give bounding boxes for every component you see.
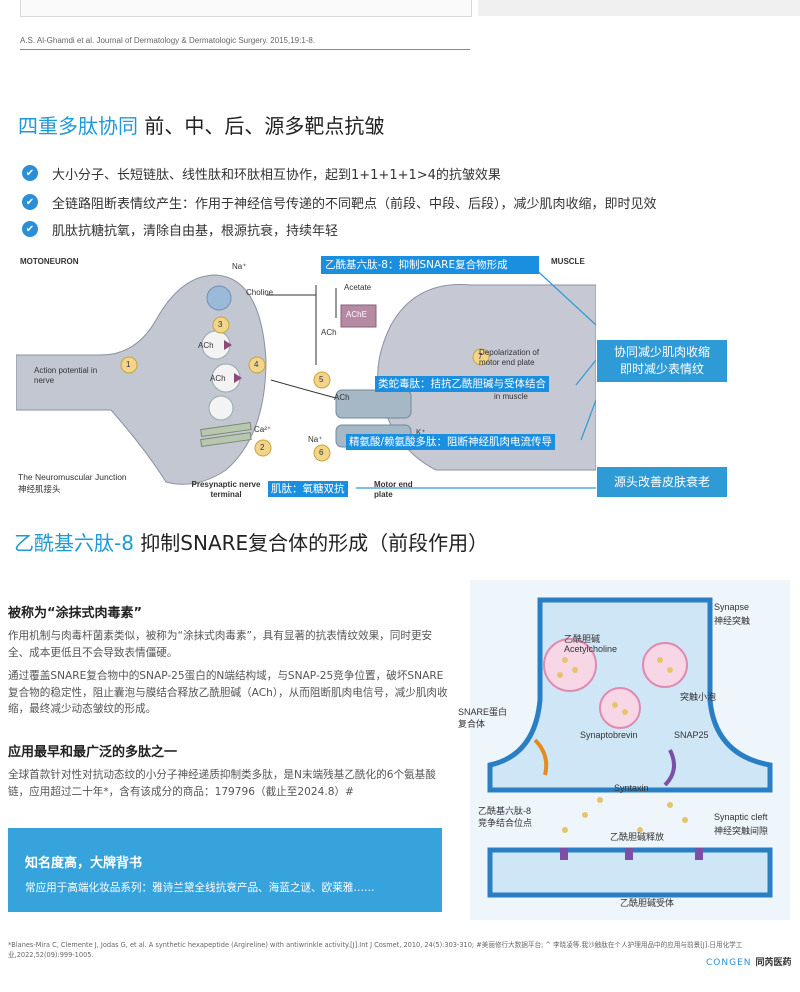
vesicle-label: 突触小泡 bbox=[680, 692, 717, 702]
synapse-diagram: Synapse 神经突触 乙酰胆碱 Acetylcholine 突触小泡 SNA… bbox=[458, 580, 790, 920]
ach-cn-label: 乙酰胆碱 bbox=[564, 634, 601, 644]
syntaxin-label: Syntaxin bbox=[614, 783, 649, 793]
bullet-item: ✔ 肌肽抗糖抗氧，清除自由基，根源抗衰，持续年轻 bbox=[22, 219, 782, 239]
site-label: 竞争结合位点 bbox=[478, 818, 533, 828]
action-potential-label: Action potential in nerve bbox=[34, 366, 98, 385]
step-number: 2 bbox=[260, 443, 265, 452]
ach-label: ACh bbox=[210, 374, 226, 383]
synapse-cn-label: 神经突触 bbox=[714, 616, 751, 626]
result-text: 源头改善皮肤衰老 bbox=[613, 474, 710, 489]
na-label: Na⁺ bbox=[232, 262, 247, 271]
section1-title-rest: 前、中、后、源多靶点抗皱 bbox=[138, 114, 385, 138]
snare-label: SNARE蛋白 bbox=[458, 707, 508, 717]
na2-label: Na⁺ bbox=[308, 435, 323, 444]
snare2-label: 复合体 bbox=[458, 719, 486, 729]
footnote: *Blanes-Mira C, Clemente J, Jodas G, et … bbox=[8, 941, 743, 959]
divider bbox=[20, 49, 470, 50]
peptide-label: 乙酰基六肽-8 bbox=[478, 806, 532, 816]
result-box-muscle: 协同减少肌肉收缩 即时减少表情纹 bbox=[597, 340, 727, 382]
bullet-text: 肌肽抗糖抗氧，清除自由基，根源抗衰，持续年轻 bbox=[52, 223, 339, 239]
depolarization-label: Depolarization of motor end plate bbox=[479, 348, 540, 367]
subheading-botox: 被称为“涂抹式肉毒素” bbox=[8, 606, 143, 621]
check-icon: ✔ bbox=[22, 221, 38, 237]
choline-label: Choline bbox=[246, 288, 274, 297]
snap25-label: SNAP25 bbox=[674, 730, 709, 740]
overlay-snake-peptide: 类蛇毒肽：拮抗乙酰胆碱与受体结合 bbox=[375, 376, 549, 392]
brand-en: CONGEN bbox=[706, 958, 752, 968]
ach-label: ACh bbox=[198, 341, 214, 350]
ache-label: AChE bbox=[346, 310, 367, 319]
section2-title-rest: 抑制SNARE复合体的形成（前段作用） bbox=[133, 531, 489, 555]
cleft-cn-label: 神经突触间隙 bbox=[714, 826, 769, 836]
paragraph-snare: 通过覆盖SNARE复合物中的SNAP-25蛋白的N端结构域，与SNAP-25竞争… bbox=[8, 670, 448, 715]
release-label: 乙酰胆碱释放 bbox=[610, 832, 665, 842]
top-frame-right bbox=[478, 0, 800, 16]
step-number: 4 bbox=[254, 360, 259, 369]
synaptobrevin-label: Synaptobrevin bbox=[580, 730, 638, 740]
caption-cn: 神经肌接头 bbox=[18, 484, 61, 494]
ach-label: ACh bbox=[334, 393, 350, 402]
paragraph-history: 全球首款针对性对抗动态纹的小分子神经递质抑制类多肽，是N末端残基乙酰化的6个氨基… bbox=[8, 769, 436, 798]
motor-end-plate-label: Motor end plate bbox=[374, 480, 413, 499]
ach-label: ACh bbox=[321, 328, 337, 337]
paragraph-mechanism: 作用机制与肉毒杆菌素类似，被称为“涂抹式肉毒素”，具有显著的抗表情纹效果，同时更… bbox=[8, 630, 433, 659]
bullet-text: 大小分子、长短链肽、线性肽和环肽相互协作，起到1+1+1+1>4的抗皱效果 bbox=[52, 167, 501, 183]
caption-en: The Neuromuscular Junction bbox=[18, 472, 127, 482]
result-text: 即时减少表情纹 bbox=[619, 362, 704, 376]
muscle-label: MUSCLE bbox=[551, 257, 585, 266]
receptor-label: 乙酰胆碱受体 bbox=[620, 898, 675, 908]
step-number: 1 bbox=[126, 360, 131, 369]
check-icon: ✔ bbox=[22, 165, 38, 181]
overlay-acetyl-hexapeptide: 乙酰基六肽-8：抑制SNARE复合物形成 bbox=[321, 256, 539, 274]
section1-title-accent: 四重多肽协同 bbox=[18, 114, 138, 138]
motoneuron-label: MOTONEURON bbox=[20, 257, 79, 266]
step-number: 7 bbox=[478, 352, 483, 361]
result-box-aging: 源头改善皮肤衰老 bbox=[597, 467, 727, 497]
synapse-en-label: Synapse bbox=[714, 602, 750, 612]
section2-title: 乙酰基六肽-8 抑制SNARE复合体的形成（前段作用） bbox=[14, 527, 488, 556]
ca-label: Ca²⁺ bbox=[254, 425, 272, 434]
synapse-illustration bbox=[470, 580, 790, 920]
bullet-item: ✔ 全链路阻断表情纹产生：作用于神经信号传递的不同靶点（前段、中段、后段），减少… bbox=[22, 192, 782, 212]
citation: A.S. Al-Ghamdi et al. Journal of Dermato… bbox=[20, 36, 316, 45]
overlay-carnosine: 肌肽：氧糖双抗 bbox=[268, 481, 348, 497]
result-text: 协同减少肌肉收缩 bbox=[613, 345, 710, 359]
step-number: 3 bbox=[218, 320, 223, 329]
bullet-item: ✔ 大小分子、长短链肽、线性肽和环肽相互协作，起到1+1+1+1>4的抗皱效果 bbox=[22, 163, 782, 183]
presynaptic-label: Presynaptic nerve terminal bbox=[191, 480, 261, 499]
brand-card: 知名度高，大牌背书 常应用于高端化妆品系列：雅诗兰黛全线抗衰产品、海蓝之谜、欧莱… bbox=[8, 828, 442, 912]
bullet-text: 全链路阻断表情纹产生：作用于神经信号传递的不同靶点（前段、中段、后段），减少肌肉… bbox=[52, 196, 657, 212]
acetate-label: Acetate bbox=[344, 283, 372, 292]
overlay-arg-lys-peptide: 精氨酸/赖氨酸多肽：阻断神经肌肉电流传导 bbox=[346, 434, 556, 450]
k-label: K⁺ bbox=[416, 428, 426, 437]
top-frame-left bbox=[20, 0, 472, 17]
subheading-earliest: 应用最早和最广泛的多肽之一 bbox=[8, 745, 178, 760]
section1-title: 四重多肽协同 前、中、后、源多靶点抗皱 bbox=[18, 110, 384, 139]
brand-cn: 同芮医药 bbox=[755, 958, 792, 968]
in-muscle-label: in muscle bbox=[494, 392, 528, 401]
card-title: 知名度高，大牌背书 bbox=[25, 856, 143, 871]
cleft-en-label: Synaptic cleft bbox=[714, 812, 768, 822]
section2-title-accent: 乙酰基六肽-8 bbox=[14, 531, 134, 555]
check-icon: ✔ bbox=[22, 194, 38, 210]
step-number: 6 bbox=[319, 448, 324, 457]
ach-en-label: Acetylcholine bbox=[564, 644, 618, 654]
card-desc: 常应用于高端化妆品系列：雅诗兰黛全线抗衰产品、海蓝之谜、欧莱雅…… bbox=[25, 882, 375, 894]
neuromuscular-junction-diagram: MOTONEURON MUSCLE Na⁺ Choline Acetate AC… bbox=[16, 250, 596, 505]
step-number: 5 bbox=[319, 375, 324, 384]
